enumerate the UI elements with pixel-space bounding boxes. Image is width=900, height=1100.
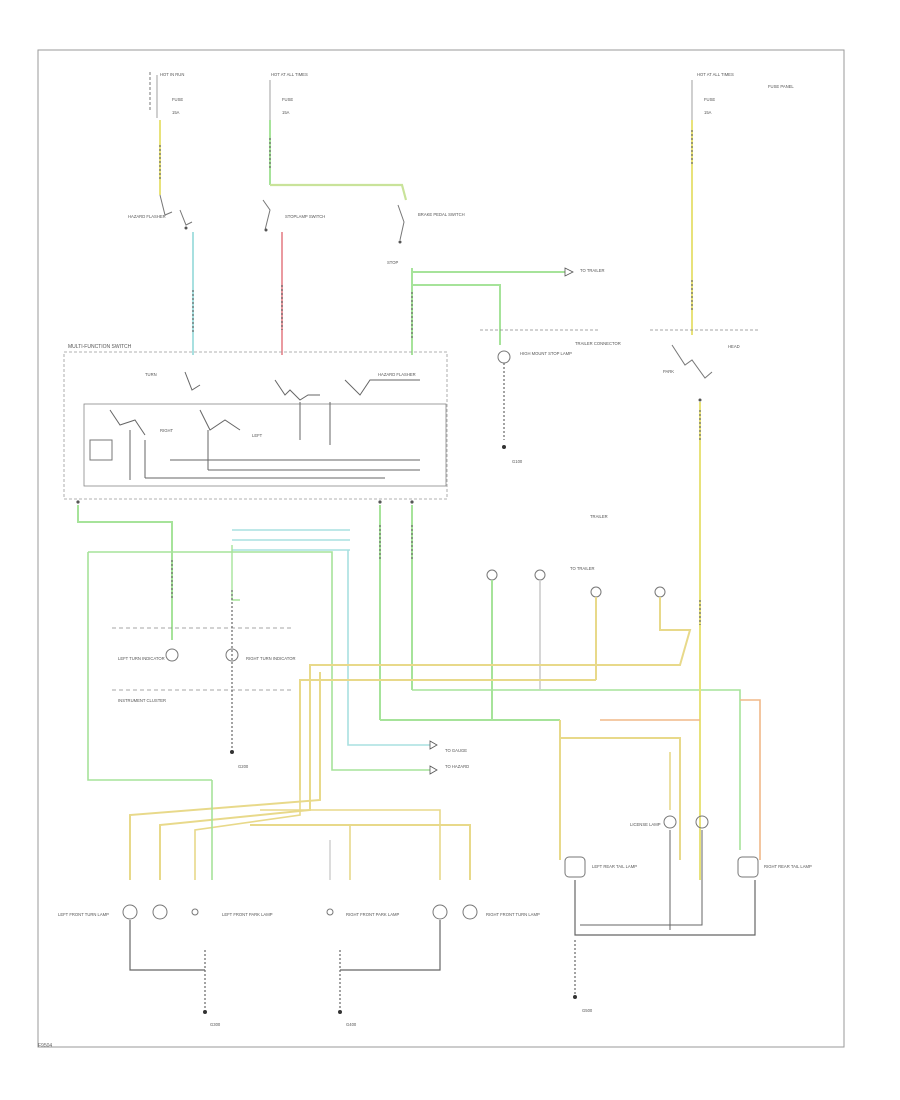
page-code: F9504: [38, 1043, 53, 1049]
to-trailer-label: TO TRAILER: [580, 268, 605, 273]
himount-label: HIGH MOUNT STOP LAMP: [520, 351, 572, 356]
front-right-lamps: RIGHT FRONT PARK LAMP RIGHT FRONT TURN L…: [326, 904, 540, 1027]
to-trailer-2-label: TO TRAILER: [570, 566, 595, 571]
lr-tail-label: LEFT REAR TAIL LAMP: [592, 864, 637, 869]
right-label: RIGHT: [160, 428, 173, 433]
ground-g2-label: G200: [238, 764, 249, 769]
front-left-lamps: LEFT FRONT TURN LAMP LEFT FRONT PARK LAM…: [58, 904, 273, 1027]
turn-label: TURN: [145, 372, 157, 377]
to-gauge-label: TO GAUGE: [445, 748, 467, 753]
stoplamp-switch: STOPLAMP SWITCH: [262, 199, 325, 232]
ground-g1-label: G100: [512, 459, 523, 464]
trailer-lamps: TRAILER TO TRAILER: [486, 514, 666, 720]
fuse2-word: FUSE: [282, 97, 293, 102]
multifunction-label: MULTI-FUNCTION SWITCH: [68, 344, 132, 350]
ground-g4-label: G400: [346, 1022, 357, 1027]
instrument-cluster: LEFT TURN INDICATOR RIGHT TURN INDICATOR…: [112, 590, 295, 769]
lf-park-label: LEFT FRONT PARK LAMP: [222, 912, 273, 917]
license-label: LICENSE LAMP: [630, 822, 661, 827]
brake-switch-label: BRAKE PEDAL SWITCH: [418, 212, 465, 217]
power-source-3: HOT AT ALL TIMES FUSE 15A FUSE PANEL: [691, 72, 794, 120]
wire-grn-left-ind: [87, 552, 212, 781]
ground-g3-label: G300: [210, 1022, 221, 1027]
to-hazard-label: TO HAZARD: [445, 764, 469, 769]
high-mount-stop-lamp: HIGH MOUNT STOP LAMP TRAILER CONNECTOR G…: [480, 329, 621, 464]
cluster-label: INSTRUMENT CLUSTER: [118, 698, 166, 703]
rf-park-label: RIGHT FRONT PARK LAMP: [346, 912, 399, 917]
wire-grn-to-himount: [412, 284, 501, 345]
hazard-sw-label: HAZARD FLASHER: [378, 372, 416, 377]
wire-yellow-harness: [129, 672, 321, 880]
stop-label: STOP: [387, 260, 399, 265]
rr-tail-label: RIGHT REAR TAIL LAMP: [764, 864, 812, 869]
wire-ltgrn-yel-1: [270, 183, 408, 201]
trailer-label: TRAILER: [590, 514, 608, 519]
wire-ltgrn-left: [77, 505, 173, 640]
hazard-flasher-switch: HAZARD FLASHER: [128, 194, 193, 230]
left-turn-ind-label: LEFT TURN INDICATOR: [118, 656, 165, 661]
ground-g5-label: G500: [582, 1008, 593, 1013]
fuse-panel-label: FUSE PANEL: [768, 84, 794, 89]
trailer-conn-label: TRAILER CONNECTOR: [575, 341, 621, 346]
fuse1-word: FUSE: [172, 97, 183, 102]
stoplamp-label: STOPLAMP SWITCH: [285, 214, 325, 219]
right-turn-ind-label: RIGHT TURN INDICATOR: [246, 656, 295, 661]
headlamp-switch: HEAD PARK: [650, 329, 760, 402]
fuse2-rating: 15A: [282, 110, 290, 115]
power-source-1: HOT IN RUN FUSE 15A: [149, 72, 184, 118]
brake-pedal-switch: BRAKE PEDAL SWITCH STOP: [387, 204, 465, 265]
fuse1-rating: 15A: [172, 110, 180, 115]
hazard-label: HAZARD FLASHER: [128, 214, 166, 219]
head-label: HEAD: [728, 344, 740, 349]
fuse3-rating: 15A: [704, 110, 712, 115]
fuse3-word: FUSE: [704, 97, 715, 102]
left-label: LEFT: [252, 433, 263, 438]
diagram-border: [37, 49, 845, 1048]
multifunction-switch: MULTI-FUNCTION SWITCH TURN HAZARD FLASHE…: [63, 344, 448, 504]
rf-turn-label: RIGHT FRONT TURN LAMP: [486, 912, 540, 917]
power-src3-label: HOT AT ALL TIMES: [697, 72, 734, 77]
power-src2-label: HOT AT ALL TIMES: [271, 72, 308, 77]
wire-grn-right-ind: [88, 551, 430, 771]
lf-turn-label: LEFT FRONT TURN LAMP: [58, 912, 109, 917]
power-source-2: HOT AT ALL TIMES FUSE 15A: [269, 72, 308, 120]
rear-lamps: LEFT REAR TAIL LAMP RIGHT REAR TAIL LAMP…: [564, 815, 812, 1013]
power-src1-label: HOT IN RUN: [160, 72, 184, 77]
park-label: PARK: [663, 369, 674, 374]
